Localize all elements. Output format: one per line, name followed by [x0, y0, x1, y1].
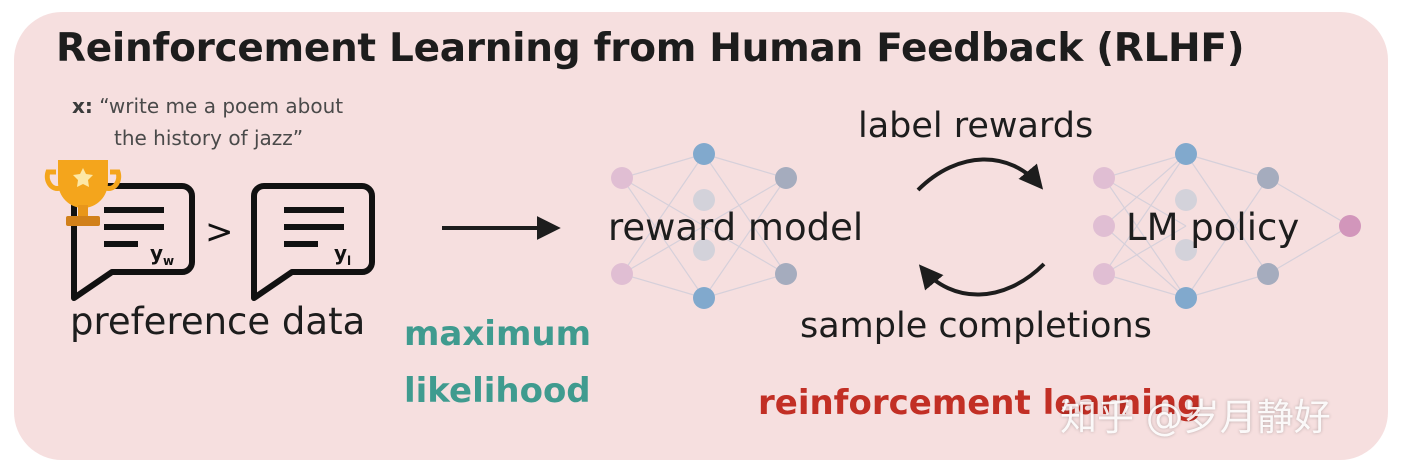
lm-node: [1257, 167, 1279, 189]
label-rewards-label: label rewards: [858, 106, 1094, 146]
rm-node: [611, 167, 633, 189]
lm-policy-label: LM policy: [1126, 206, 1300, 249]
diagram-card: [14, 12, 1388, 460]
prompt-label: x:: [72, 94, 93, 118]
rm-node: [693, 239, 715, 261]
diagram-title: Reinforcement Learning from Human Feedba…: [56, 26, 1245, 71]
lm-node: [1175, 143, 1197, 165]
sample-completions-arrow: [918, 262, 1046, 297]
preference-comparator: >: [205, 212, 234, 252]
lm-output-node: [1339, 215, 1361, 237]
lm-node: [1257, 263, 1279, 285]
label-rewards-arrow: [916, 157, 1044, 192]
reward-model-label: reward model: [608, 206, 864, 249]
rm-node: [775, 263, 797, 285]
rm-node: [693, 189, 715, 211]
prompt-line-1: “write me a poem about: [99, 94, 344, 118]
lm-policy-network: [1093, 143, 1361, 309]
lm-node: [1175, 189, 1197, 211]
ml-line-1: maximum: [404, 314, 592, 354]
rm-node: [611, 263, 633, 285]
winner-response-label: yw: [150, 241, 174, 268]
reward-model-network: [611, 143, 797, 309]
lm-node: [1093, 167, 1115, 189]
rm-node: [693, 287, 715, 309]
prompt-line-2: the history of jazz”: [114, 126, 304, 150]
watermark: 知乎 @岁月静好: [1060, 396, 1331, 439]
lm-node: [1093, 215, 1115, 237]
lm-node: [1175, 287, 1197, 309]
lm-node: [1093, 263, 1115, 285]
lm-node: [1175, 239, 1197, 261]
ml-line-2: likelihood: [404, 371, 591, 411]
reinforcement-learning-label: reinforcement learning: [758, 383, 1202, 423]
loser-response-label: yl: [334, 241, 351, 268]
rm-node: [693, 143, 715, 165]
prompt-text: x: “write me a poem about the history of…: [72, 90, 343, 154]
maximum-likelihood-label: maximum likelihood: [404, 306, 591, 420]
sample-completions-label: sample completions: [800, 306, 1152, 346]
rm-node: [775, 167, 797, 189]
preference-data-caption: preference data: [70, 300, 366, 343]
loser-response-bubble: [251, 183, 375, 301]
trophy-icon: [44, 160, 122, 226]
